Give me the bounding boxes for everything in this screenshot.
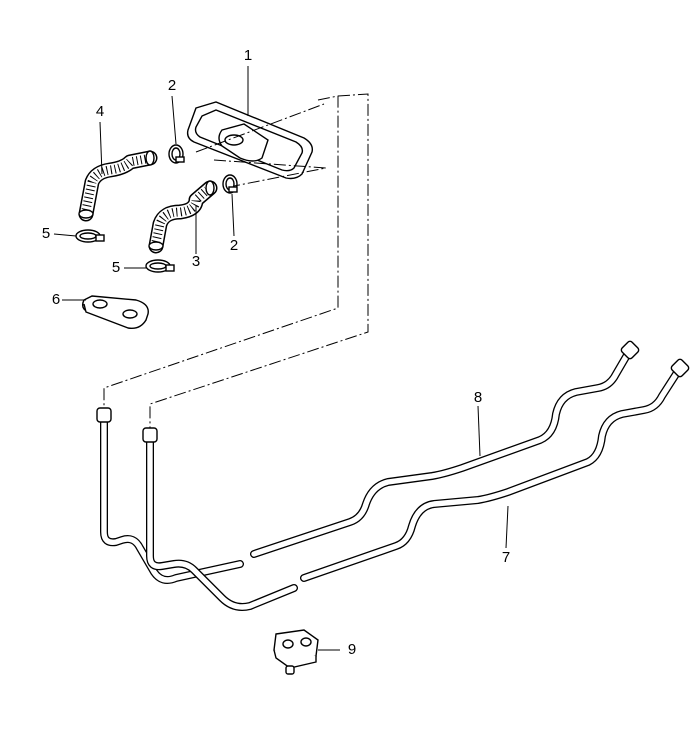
assembly-lines bbox=[103, 93, 369, 430]
callout-4: 4 bbox=[96, 103, 104, 120]
callout-5-lower: 5 bbox=[112, 259, 120, 276]
part-9-clamp bbox=[273, 629, 319, 675]
callouts: 1 2 2 3 4 5 5 6 7 8 9 bbox=[42, 47, 510, 658]
part-2-clamp-lower bbox=[222, 174, 238, 194]
part-7-pipe bbox=[142, 358, 690, 611]
callout-8: 8 bbox=[474, 389, 482, 406]
callout-5-upper: 5 bbox=[42, 225, 50, 242]
callout-2-lower: 2 bbox=[230, 237, 238, 254]
part-4-hose bbox=[78, 150, 158, 222]
callout-7: 7 bbox=[502, 549, 510, 566]
part-3-hose bbox=[148, 180, 218, 254]
callout-9: 9 bbox=[348, 641, 356, 658]
part-6-grommet bbox=[81, 295, 149, 330]
part-2-clamp-upper bbox=[168, 144, 185, 164]
part-5-clamp-upper bbox=[75, 229, 105, 243]
part-5-clamp-lower bbox=[145, 259, 175, 273]
callout-3: 3 bbox=[192, 253, 200, 270]
callout-6: 6 bbox=[52, 291, 60, 308]
part-8-pipe bbox=[96, 340, 640, 584]
leader-lines bbox=[53, 66, 509, 651]
callout-1: 1 bbox=[244, 47, 252, 64]
callout-2-upper: 2 bbox=[168, 77, 176, 94]
part-1-frame bbox=[186, 101, 314, 180]
